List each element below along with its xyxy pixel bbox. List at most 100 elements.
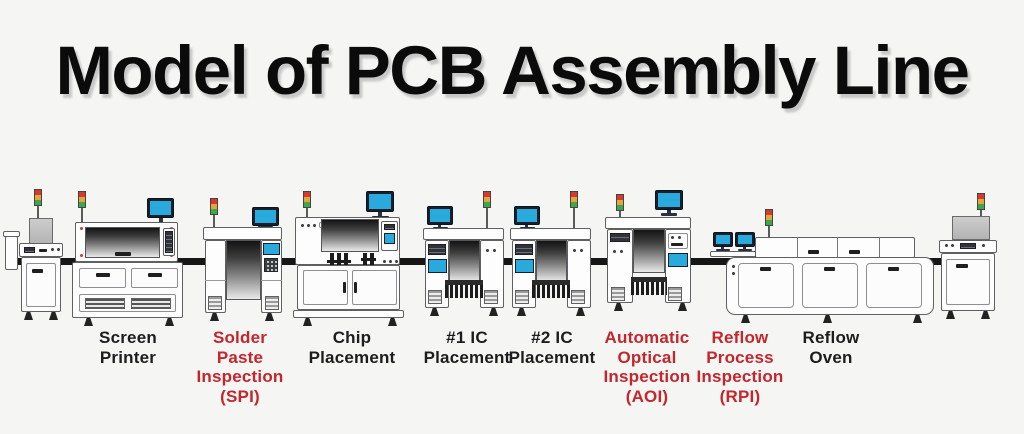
drawer-panel: [131, 268, 178, 288]
button: [678, 236, 681, 239]
button: [313, 224, 316, 227]
panel-seam: [261, 280, 282, 281]
touch-screen: [263, 243, 280, 255]
stack-light-pole: [768, 226, 770, 237]
vent-box: [484, 290, 498, 304]
machine-foot: [84, 318, 93, 326]
control-display: [24, 247, 35, 253]
vent-box: [428, 290, 442, 304]
stack-light-icon: [483, 191, 491, 208]
machine-foot: [517, 308, 526, 316]
stack-light-pole: [980, 210, 982, 216]
cabinet-door: [303, 270, 348, 305]
machine-foot: [210, 313, 219, 321]
panel-slot: [671, 243, 683, 246]
machine-foot: [614, 303, 623, 311]
stack-light-pole: [213, 215, 215, 227]
monitor-base: [738, 249, 752, 251]
nozzle: [363, 253, 367, 270]
stencil-handle: [115, 252, 131, 256]
spi-table-top: [203, 227, 282, 240]
machine-foot: [24, 312, 33, 320]
monitor-base: [716, 249, 730, 251]
control-display: [960, 243, 976, 249]
control-button: [951, 244, 954, 247]
section-divider: [837, 237, 838, 258]
machine-foot: [303, 318, 312, 326]
door-handle: [354, 282, 357, 293]
door-handle: [824, 267, 835, 271]
button: [580, 249, 583, 252]
button: [389, 260, 392, 263]
control-slot: [39, 249, 47, 252]
machine-foot: [823, 315, 832, 323]
machine-foot: [913, 315, 922, 323]
button: [613, 250, 616, 253]
corner-marker: [80, 227, 83, 230]
monitor-base: [661, 213, 677, 216]
monitor-icon: [713, 232, 733, 247]
left-column: [205, 240, 226, 313]
side-vent: [165, 231, 173, 253]
monitor-icon: [514, 206, 540, 225]
stack-light-icon: [616, 194, 624, 211]
machine-foot: [576, 308, 585, 316]
section-divider: [879, 237, 880, 258]
stack-light-icon: [210, 198, 218, 215]
button: [732, 265, 735, 268]
corner-marker: [80, 254, 83, 257]
vent-box: [611, 287, 625, 301]
control-button: [945, 244, 948, 247]
monitor-stand: [159, 218, 163, 222]
loader-hood: [29, 218, 53, 245]
stack-light-icon: [34, 189, 42, 206]
machine-plinth: [293, 310, 404, 318]
status-display: [428, 244, 446, 255]
table-bar: [510, 228, 591, 240]
stack-light-pole: [306, 208, 308, 218]
drawer-panel: [79, 268, 126, 288]
feeder-rail: [445, 280, 483, 285]
page-title: Model of PCB Assembly Line: [55, 32, 970, 109]
touch-screen: [515, 259, 534, 273]
touch-screen: [668, 253, 688, 267]
stack-light-pole: [619, 211, 621, 217]
control-button: [51, 248, 54, 251]
placement-window: [536, 240, 567, 282]
oven-upper-section: [755, 237, 915, 258]
monitor-stand: [378, 212, 382, 216]
monitor-stand: [721, 247, 724, 249]
control-button: [57, 248, 60, 251]
keypad: [264, 258, 278, 272]
button: [573, 249, 576, 252]
machine-foot: [946, 311, 955, 319]
hatch-handle: [808, 250, 819, 254]
monitor-stand: [743, 247, 746, 249]
button: [732, 272, 735, 275]
monitor-stand: [438, 225, 441, 227]
stack-light-icon: [977, 193, 985, 210]
monitor-icon: [427, 206, 453, 225]
machine-foot: [430, 308, 439, 316]
panel-screen: [384, 233, 395, 244]
table-bar: [605, 217, 691, 229]
monitor-icon: [252, 207, 279, 226]
vent-box: [571, 290, 585, 304]
panel-seam: [205, 280, 226, 281]
feeder-bank: [532, 285, 570, 298]
stack-light-icon: [570, 191, 578, 208]
button: [493, 249, 496, 252]
button: [486, 249, 489, 252]
feeder-bank: [631, 282, 667, 295]
feeder-rail: [532, 280, 570, 285]
feeder-rail: [631, 277, 667, 282]
door-handle: [32, 269, 43, 273]
button: [395, 260, 398, 263]
status-display: [610, 233, 630, 242]
nozzle-crossbar: [327, 260, 351, 263]
machine-foot: [265, 313, 274, 321]
belt-end-cap: [3, 231, 20, 237]
monitor-stand: [667, 210, 671, 213]
